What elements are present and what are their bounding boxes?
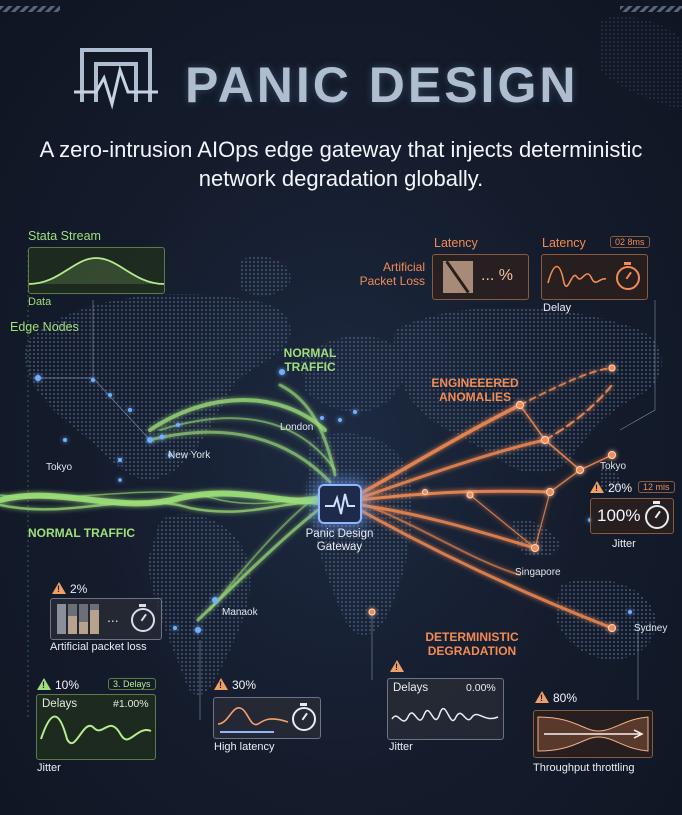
city-tokyo-right: Tokyo [600, 461, 627, 472]
data-stream-label: Stata Stream [28, 229, 101, 243]
jitter-left-caption: Jitter [37, 762, 61, 774]
anomaly-node-dots [368, 364, 616, 632]
data-label: Data [28, 296, 52, 308]
latency-delay-badge: 02 8ms [610, 236, 650, 248]
jitter-right-badge: 12 mis [638, 481, 675, 493]
jitter-mid-panel: Delays 0.00% [387, 678, 504, 740]
high-latency-pct: 30% [214, 678, 256, 692]
throughput-pct-value: 80% [553, 691, 578, 705]
warning-icon [214, 678, 228, 690]
jitter-left-pct: 10% [37, 678, 79, 692]
warning-icon [37, 678, 51, 690]
jitter-left-badge: 3. Delays [108, 678, 156, 690]
deterministic-degradation-label: DETERMINISTIC DEGRADATION [425, 630, 519, 658]
header-stripes [0, 6, 60, 12]
packet-loss-pct-value: 2% [70, 582, 88, 596]
jitter-left-title: Delays [42, 698, 78, 710]
jitter-mid-title: Delays [393, 682, 429, 694]
normal-traffic-left-label: NORMAL TRAFFIC [28, 526, 136, 540]
city-tokyo-left: Tokyo [46, 462, 73, 473]
jitter-wave-icon [40, 715, 152, 745]
stopwatch-icon [131, 604, 155, 632]
stopwatch-icon [645, 501, 669, 529]
packet-loss-panel: ... [50, 598, 162, 640]
anomaly-flows [358, 367, 614, 630]
engineered-anomalies-label: ENGINEEERED ANOMALIES [431, 376, 519, 404]
warning-icon [590, 481, 604, 493]
stopwatch-icon [292, 703, 316, 731]
jitter-right-caption: Jitter [612, 538, 636, 550]
jitter-right-pct: 20% [590, 481, 632, 495]
high-latency-caption: High latency [214, 741, 275, 753]
loss-bar [79, 604, 88, 634]
logo-mark [74, 48, 158, 110]
high-latency-panel [213, 697, 321, 739]
loss-glyph: ... % [481, 267, 514, 284]
jitter-left-pct-value: 10% [55, 678, 80, 692]
pulse-icon [325, 493, 355, 515]
jitter-left-value: #1.00% [113, 698, 149, 710]
latency-loss-panel: ... % [432, 254, 529, 300]
gateway-node[interactable] [318, 484, 362, 524]
jitter-mid-wave-icon [391, 707, 499, 722]
loss-bar [68, 604, 77, 634]
stopwatch-icon [616, 262, 640, 290]
latency-loss-title: Latency [434, 236, 478, 250]
jitter-right-panel: 100% [590, 498, 674, 534]
warning-icon [52, 582, 66, 594]
city-singapore: Singapore [515, 567, 561, 578]
jitter-right-pct-value: 20% [608, 481, 633, 495]
city-london: London [280, 422, 314, 433]
packet-loss-pct: 2% [52, 582, 87, 596]
city-manaok: Manaok [222, 607, 258, 618]
bell-curve-icon [28, 257, 165, 285]
edge-node-dots [35, 369, 632, 633]
high-latency-pct-value: 30% [232, 678, 257, 692]
throttle-funnel-icon [537, 716, 649, 752]
gateway-label: Panic Design Gateway [305, 528, 374, 553]
throughput-pct: 80% [535, 691, 577, 705]
delay-caption: Delay [543, 302, 572, 314]
brand-name: PANIC DESIGN [185, 57, 579, 113]
city-new-york: New York [168, 450, 211, 461]
jitter-left-panel: Delays #1.00% [36, 694, 156, 760]
loss-bar [57, 604, 66, 634]
packet-loss-glyph: ... [107, 609, 119, 625]
packet-loss-caption: Artificial packet loss [50, 641, 147, 653]
city-sydney: Sydney [634, 623, 668, 634]
loss-bar [90, 604, 99, 634]
loss-block-icon [443, 260, 473, 294]
jitter-mid-warning [390, 658, 408, 676]
artificial-packet-loss-label: Artificial Packet Loss [359, 260, 425, 288]
normal-flows [0, 383, 337, 622]
normal-traffic-top-label: NORMAL TRAFFIC [283, 346, 337, 374]
latency-delay-panel [541, 254, 648, 300]
jitter-mid-caption: Jitter [389, 741, 413, 753]
warning-icon [535, 691, 549, 703]
header-stripes-right [620, 6, 682, 12]
latency-wave-icon [217, 707, 289, 733]
warning-icon [390, 660, 404, 672]
throughput-caption: Throughput throttling [533, 762, 635, 774]
throughput-panel [533, 710, 653, 758]
jitter-right-value: 100% [597, 506, 641, 525]
data-stream-panel [28, 247, 165, 294]
latency-delay-title: Latency [542, 236, 586, 250]
subtitle: A zero-intrusion AIOps edge gateway that… [39, 137, 643, 191]
continents [25, 256, 662, 695]
edge-nodes-label: Edge Nodes [10, 320, 79, 334]
jitter-mid-value: 0.00% [466, 682, 496, 694]
delay-wave-icon [547, 265, 607, 287]
